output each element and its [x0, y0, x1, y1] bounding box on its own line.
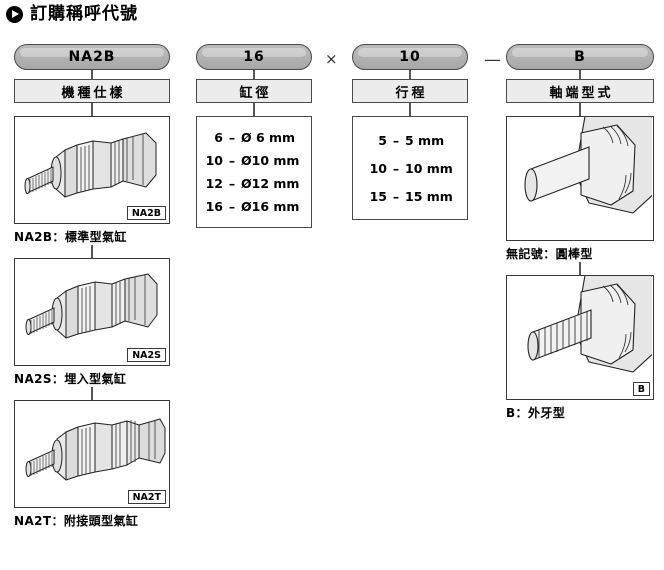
connector-line: [409, 103, 411, 116]
option-code: 12: [205, 176, 223, 191]
page-title: 訂購稱呼代號: [6, 6, 138, 23]
option-code: 5: [378, 132, 387, 148]
option-value: 15 mm: [405, 188, 453, 204]
page-title-text: 訂購稱呼代號: [30, 4, 138, 24]
code-pill-stroke-text: 10: [399, 49, 421, 65]
option-value: Ø 6 mm: [241, 130, 296, 145]
cylinder-joint-drawing: [25, 418, 166, 481]
option-dash: –: [392, 160, 400, 176]
connector-line: [579, 262, 581, 275]
product-panel-na2s[interactable]: NA2S: [14, 258, 170, 366]
option-dash: –: [228, 153, 236, 168]
label-shaft-end: 軸端型式: [506, 79, 654, 103]
connector-line: [91, 103, 93, 116]
dash-separator: —: [484, 50, 501, 70]
code-pill-bore-text: 16: [243, 49, 265, 65]
shaft-panel-threaded[interactable]: B: [506, 275, 654, 400]
connector-line: [579, 70, 581, 79]
panel-badge: B: [632, 382, 650, 396]
option-list-stroke: 5 – 5 mm 10 – 10 mm 15 – 15 mm: [352, 116, 468, 220]
panel-badge: NA2S: [127, 348, 166, 362]
option-code: 6: [214, 130, 223, 145]
rod-threaded-drawing: [527, 276, 652, 373]
product-panel-na2b[interactable]: NA2B: [14, 116, 170, 224]
list-item[interactable]: 12 – Ø12 mm: [203, 172, 305, 195]
column-bore: 16 缸徑 6 – Ø 6 mm 10 – Ø10 mm 12 – Ø12 mm…: [196, 44, 312, 228]
option-code: 16: [205, 199, 223, 214]
option-value: Ø16 mm: [241, 199, 300, 214]
option-list-bore: 6 – Ø 6 mm 10 – Ø10 mm 12 – Ø12 mm 16 – …: [196, 116, 312, 228]
shaft-panel-plain[interactable]: [506, 116, 654, 241]
play-circle-icon: [6, 6, 23, 23]
code-pill-model-spec-text: NA2B: [68, 49, 116, 65]
list-item[interactable]: 16 – Ø16 mm: [203, 195, 305, 218]
option-dash: –: [228, 199, 236, 214]
connector-line: [409, 70, 411, 79]
connector-line: [579, 103, 581, 116]
list-item[interactable]: 6 – Ø 6 mm: [203, 126, 305, 149]
panel-caption: NA2T：附接頭型氣缸: [14, 514, 139, 528]
connector-line: [253, 70, 255, 79]
panel-badge: NA2B: [126, 206, 166, 220]
connector-line: [91, 245, 93, 258]
product-panel-na2t[interactable]: NA2T: [14, 400, 170, 508]
connector-line: [91, 387, 93, 400]
option-code: 10: [369, 160, 387, 176]
list-item[interactable]: 10 – Ø10 mm: [203, 149, 305, 172]
column-stroke: 10 行程 5 – 5 mm 10 – 10 mm 15 – 15 mm: [352, 44, 468, 220]
cylinder-standard-drawing: [24, 132, 157, 198]
option-dash: –: [392, 188, 400, 204]
label-model-spec: 機種仕樣: [14, 79, 170, 103]
panel-caption: 無記號：圓棒型: [506, 247, 593, 261]
list-item[interactable]: 5 – 5 mm: [367, 126, 461, 154]
option-code: 10: [205, 153, 223, 168]
label-stroke: 行程: [352, 79, 468, 103]
code-pill-shaft-end[interactable]: B: [506, 44, 654, 70]
connector-line: [253, 103, 255, 116]
option-dash: –: [392, 132, 400, 148]
option-dash: –: [228, 130, 236, 145]
connector-line: [91, 70, 93, 79]
column-shaft-end: B 軸端型式: [506, 44, 654, 421]
option-value: Ø10 mm: [241, 153, 300, 168]
rod-plain-drawing: [524, 117, 652, 214]
panel-caption: NA2S：埋入型氣缸: [14, 372, 127, 386]
code-pill-model-spec[interactable]: NA2B: [14, 44, 170, 70]
option-value: Ø12 mm: [241, 176, 300, 191]
option-dash: –: [228, 176, 236, 191]
panel-badge: NA2T: [127, 490, 166, 504]
list-item[interactable]: 10 – 10 mm: [367, 154, 461, 182]
panel-caption: NA2B：標準型氣缸: [14, 230, 127, 244]
option-code: 15: [369, 188, 387, 204]
cylinder-embedded-drawing: [25, 273, 158, 339]
option-value: 10 mm: [405, 160, 453, 176]
code-pill-stroke[interactable]: 10: [352, 44, 468, 70]
panel-caption: B：外牙型: [506, 406, 566, 420]
code-pill-shaft-end-text: B: [574, 49, 586, 65]
list-item[interactable]: 15 – 15 mm: [367, 182, 461, 210]
code-pill-bore[interactable]: 16: [196, 44, 312, 70]
option-value: 5 mm: [405, 132, 445, 148]
column-model-spec: NA2B 機種仕樣: [14, 44, 170, 529]
multiply-separator: ×: [325, 50, 338, 68]
label-bore: 缸徑: [196, 79, 312, 103]
